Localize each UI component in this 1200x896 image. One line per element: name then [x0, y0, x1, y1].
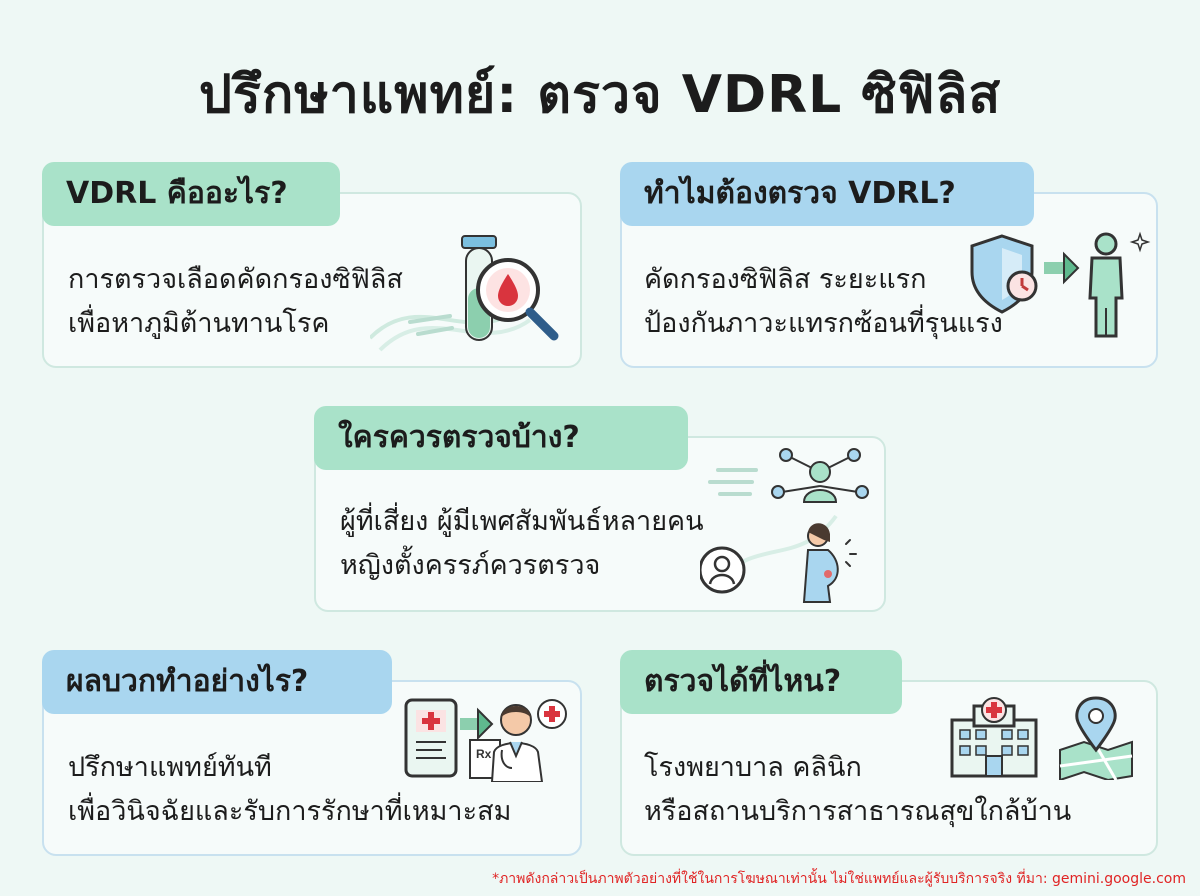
- card-positive-result-line1: ปรึกษาแพทย์ทันที: [68, 752, 272, 783]
- card-why-vdrl-heading: ทำไมต้องตรวจ VDRL?: [620, 162, 1034, 226]
- card-what-is-vdrl-line2: เพื่อหาภูมิต้านทานโรค: [68, 308, 330, 339]
- card-where-to-test-text: โรงพยาบาล คลินิก หรือสถานบริการสาธารณสุข…: [644, 746, 1071, 834]
- card-who-should-test-heading: ใครควรตรวจบ้าง?: [314, 406, 688, 470]
- tablet-doctor-icon: Rx: [404, 698, 567, 782]
- card-who-should-test-text: ผู้ที่เสี่ยง ผู้มีเพศสัมพันธ์หลายคน หญิง…: [340, 500, 704, 588]
- card-positive-result-text: ปรึกษาแพทย์ทันที เพื่อวินิจฉัยและรับการร…: [68, 746, 511, 834]
- card-where-to-test-line1: โรงพยาบาล คลินิก: [644, 752, 862, 783]
- card-why-vdrl-line2: ป้องกันภาวะแทรกซ้อนที่รุนแรง: [644, 308, 1003, 339]
- card-positive-result-heading: ผลบวกทำอย่างไร?: [42, 650, 392, 714]
- shield-clock-person-icon: [970, 231, 1151, 338]
- page-title: ปรึกษาแพทย์: ตรวจ VDRL ซิฟิลิส: [198, 65, 1002, 125]
- svg-text:Rx: Rx: [476, 747, 492, 761]
- card-why-vdrl-line1: คัดกรองซิฟิลิส ระยะแรก: [644, 264, 927, 295]
- card-what-is-vdrl-heading: VDRL คืออะไร?: [42, 162, 340, 226]
- network-pregnant-woman-icon: [700, 448, 869, 603]
- card-who-should-test-line1: ผู้ที่เสี่ยง ผู้มีเพศสัมพันธ์หลายคน: [340, 506, 704, 537]
- card-where-to-test-heading: ตรวจได้ที่ไหน?: [620, 650, 902, 714]
- test-tube-magnifier-icon: [370, 235, 559, 352]
- card-what-is-vdrl-text: การตรวจเลือดคัดกรองซิฟิลิส เพื่อหาภูมิต้…: [68, 258, 403, 346]
- card-what-is-vdrl-line1: การตรวจเลือดคัดกรองซิฟิลิส: [68, 264, 403, 295]
- card-where-to-test-line2: หรือสถานบริการสาธารณสุขใกล้บ้าน: [644, 796, 1072, 827]
- disclaimer-footnote: *ภาพดังกล่าวเป็นภาพตัวอย่างที่ใช้ในการโฆ…: [492, 871, 1186, 887]
- hospital-map-pin-icon: [950, 696, 1133, 780]
- card-who-should-test-line2: หญิงตั้งครรภ์ควรตรวจ: [340, 550, 601, 581]
- card-positive-result-line2: เพื่อวินิจฉัยและรับการรักษาที่เหมาะสม: [68, 796, 512, 827]
- card-why-vdrl-text: คัดกรองซิฟิลิส ระยะแรก ป้องกันภาวะแทรกซ้…: [644, 258, 1003, 346]
